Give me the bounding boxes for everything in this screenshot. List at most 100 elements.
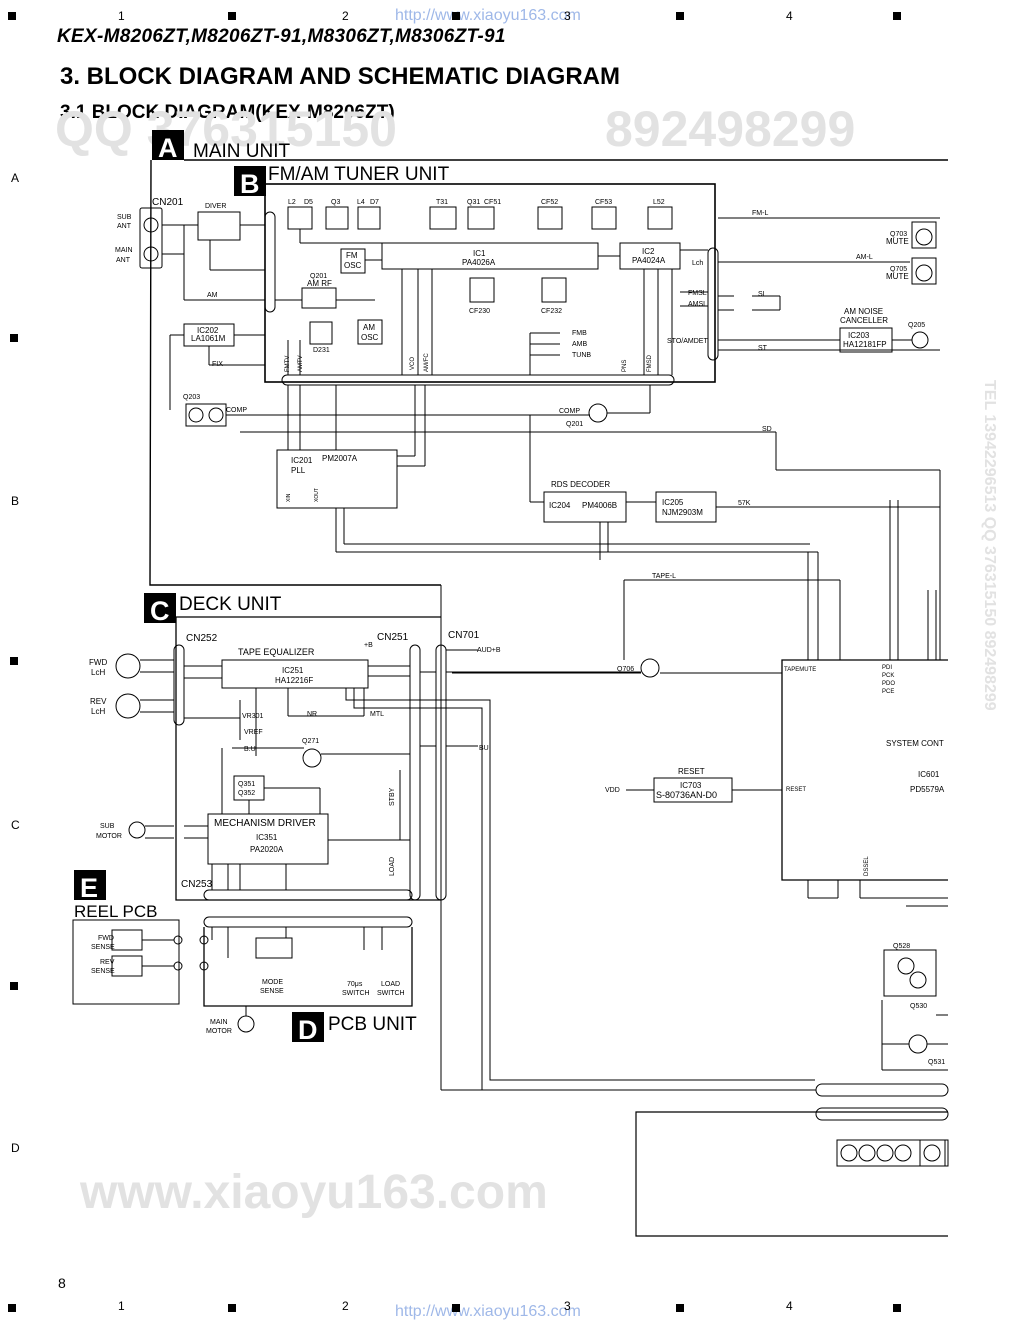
grid-row-d: D <box>11 1141 20 1155</box>
grid-row-b: B <box>11 494 20 508</box>
part-d5: D5 <box>304 199 313 206</box>
am-osc-1: AM <box>363 323 375 332</box>
signal-fmsl: FMSL <box>688 290 707 297</box>
unit-name-deck: DECK UNIT <box>179 594 282 615</box>
ic251-title: TAPE EQUALIZER <box>238 647 315 657</box>
ic205-ref: IC205 <box>662 498 684 507</box>
signal-dssel: DSSEL <box>864 856 870 876</box>
connector-cn701: CN701 <box>448 630 480 641</box>
signal-fix: FIX <box>212 361 223 368</box>
ic203-title2: CANCELLER <box>840 316 888 325</box>
connector-cn201: CN201 <box>152 197 184 208</box>
bottom-url: http://www.xiaoyu163.com <box>395 1303 581 1320</box>
diver-label: DIVER <box>205 203 226 210</box>
signal-tunb: TUNB <box>572 352 591 359</box>
unit-name-pcb: PCB UNIT <box>328 1014 417 1035</box>
signal-fmb: FMB <box>572 330 587 337</box>
signal-sd: SD <box>762 426 772 433</box>
grid-col-3-bottom: 3 <box>564 1299 571 1313</box>
ic703-part: S-80736AN-D0 <box>656 790 717 800</box>
signal-amsl: AMSL <box>688 301 707 308</box>
ic251-ref: IC251 <box>282 666 304 675</box>
registration-mark <box>893 12 901 20</box>
sub-motor-2: MOTOR <box>96 833 122 840</box>
registration-mark <box>452 1304 460 1312</box>
signal-mtl: MTL <box>370 711 384 718</box>
registration-mark <box>10 657 18 665</box>
signal-stby: STBY <box>389 787 396 806</box>
ic1-part: PA4026A <box>462 258 496 267</box>
rev-sense-1: REV <box>100 959 115 966</box>
ic203-part: HA12181FP <box>843 340 887 349</box>
signal-nr: NR <box>307 711 317 718</box>
part-q205: Q205 <box>908 322 925 329</box>
ic601-title: SYSTEM CONT <box>886 739 944 748</box>
signal-57k: 57K <box>738 500 751 507</box>
signal-comp-2: COMP <box>559 408 580 415</box>
ic203-ref: IC203 <box>848 331 870 340</box>
am-osc-2: OSC <box>361 333 379 342</box>
watermark-qq-right: 892498299 <box>605 101 856 157</box>
signal-tapemute: TAPEMUTE <box>784 667 816 673</box>
ic251-part: HA12216F <box>275 676 313 685</box>
main-motor-2: MOTOR <box>206 1028 232 1035</box>
ic201-part: PM2007A <box>322 454 358 463</box>
load-switch-1: LOAD <box>381 981 400 988</box>
grid-col-1: 1 <box>118 9 125 23</box>
signal-am-l: AM-L <box>856 254 873 261</box>
registration-mark <box>228 1304 236 1312</box>
signal-pck: PCK <box>882 673 894 679</box>
ic202-part: LA1061M <box>191 334 226 343</box>
part-l52: L52 <box>653 199 665 206</box>
main-motor-1: MAIN <box>210 1019 228 1026</box>
mode-sense-1: MODE <box>262 979 283 986</box>
sub-ant-1: SUB <box>117 214 132 221</box>
part-q352: Q352 <box>238 790 255 797</box>
part-cf232: CF232 <box>541 308 562 315</box>
part-t31: T31 <box>436 199 448 206</box>
connector-cn253: CN253 <box>181 879 213 890</box>
signal-amtv: AMTV <box>298 355 304 372</box>
part-q31: Q31 <box>467 199 480 206</box>
ic2-part: PA4024A <box>632 256 666 265</box>
part-q3: Q3 <box>331 199 340 206</box>
rev-lch-2: LcH <box>91 707 105 716</box>
registration-mark <box>8 12 16 20</box>
ic351-title: MECHANISM DRIVER <box>214 818 316 829</box>
q703-label: Q703 <box>890 231 907 238</box>
ic204-title: RDS DECODER <box>551 480 610 489</box>
unit-letter-c: C <box>150 596 170 626</box>
fwd-sense-1: FWD <box>98 935 114 942</box>
part-q203: Q203 <box>183 394 200 401</box>
signal-vco: VCO <box>410 357 416 370</box>
signal-am: AM <box>207 292 218 299</box>
part-q351: Q351 <box>238 781 255 788</box>
signal-fmtv: FMTV <box>285 356 291 372</box>
connector-cn251: CN251 <box>377 632 409 643</box>
ic601-part: PD5579A <box>910 785 945 794</box>
unit-letter-d: D <box>298 1015 318 1045</box>
registration-mark <box>452 12 460 20</box>
signal-plus-b: +B <box>364 642 373 649</box>
signal-vdd: VDD <box>605 787 620 794</box>
signal-xout: XOUT <box>314 488 320 502</box>
ic203-title1: AM NOISE <box>844 307 883 316</box>
main-ant-1: MAIN <box>115 247 133 254</box>
part-q271: Q271 <box>302 738 319 745</box>
registration-mark <box>10 982 18 990</box>
signal-fm-l: FM-L <box>752 210 768 217</box>
part-q530: Q530 <box>910 1003 927 1010</box>
page-number: 8 <box>58 1275 66 1291</box>
part-cf53: CF53 <box>595 199 612 206</box>
signal-am-fc: AM/FC <box>424 353 430 372</box>
rev-sense-2: SENSE <box>91 968 115 975</box>
part-q528: Q528 <box>893 943 910 950</box>
part-q531: Q531 <box>928 1059 945 1066</box>
ic2-ref: IC2 <box>642 247 655 256</box>
q703-mute: MUTE <box>886 237 909 246</box>
ic1-ref: IC1 <box>473 249 486 258</box>
top-url: http://www.xiaoyu163.com <box>395 7 581 24</box>
signal-sl: SL <box>758 291 767 298</box>
signal-aud-b: AUD+B <box>477 647 501 654</box>
